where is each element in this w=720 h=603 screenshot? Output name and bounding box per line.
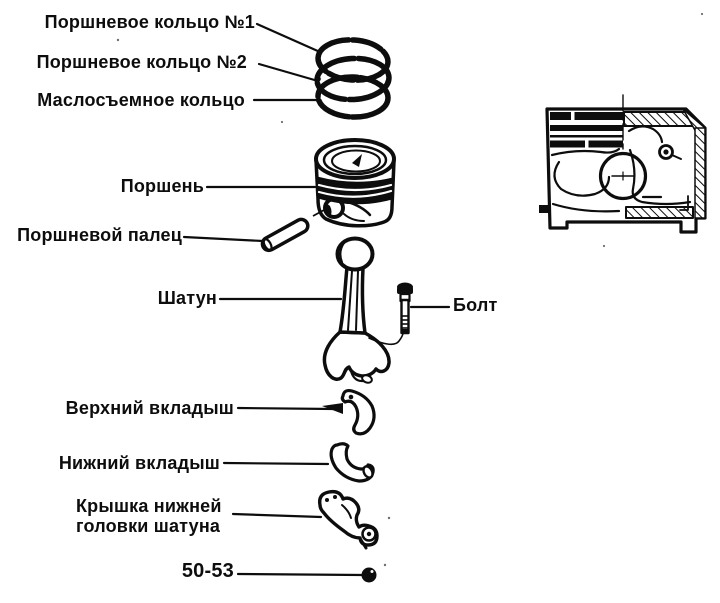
- inset-right-wall-hatch: [694, 127, 706, 219]
- label-torque-value: 50-53: [181, 560, 234, 582]
- leader-cap: [231, 512, 323, 519]
- piston-section-inset: [539, 94, 707, 234]
- leader-ring1: [255, 22, 322, 54]
- label-piston-ring-1: Поршневое кольцо №1: [44, 12, 255, 32]
- leader-upper-shell: [236, 406, 336, 411]
- piston-drawing: [314, 138, 396, 228]
- scan-speckles: [116, 12, 704, 567]
- leader-lines: [182, 22, 451, 577]
- leader-lower-shell: [222, 461, 330, 466]
- oil-ring: [315, 74, 391, 120]
- ring-gap-dot-right: [385, 79, 391, 85]
- compression-ring-1: [315, 37, 391, 83]
- upper-bearing-shell-drawing: [340, 388, 376, 436]
- piston-valve-mark: [352, 154, 362, 167]
- bolt-drawing: [397, 282, 413, 335]
- label-upper-bearing-shell: Верхний вкладыш: [65, 398, 234, 418]
- piston-rings-drawing: [314, 37, 392, 120]
- rod-shaft: [338, 265, 367, 335]
- inset-left-tab: [539, 205, 549, 213]
- label-piston: Поршень: [120, 176, 204, 196]
- nut-drawing: [361, 567, 377, 583]
- rod-big-end: [322, 330, 391, 381]
- label-oil-ring: Маслосъемное кольцо: [37, 90, 245, 110]
- leader-ring2: [257, 62, 320, 83]
- label-piston-pin: Поршневой палец: [17, 225, 182, 245]
- leader-upper-shell-tip: [322, 403, 343, 414]
- label-rod-cap: Крышка нижней головки шатуна: [76, 496, 222, 536]
- leader-torque: [236, 572, 364, 577]
- piston-crown-inner: [322, 144, 388, 176]
- label-lower-bearing-shell: Нижний вкладыш: [58, 453, 220, 473]
- label-bolt: Болт: [453, 295, 498, 315]
- piston-boss-shadow: [324, 202, 332, 217]
- rod-small-end: [335, 236, 375, 272]
- piston-crown-center: [331, 149, 381, 173]
- inset-ring-bands: [550, 112, 623, 148]
- leader-pin: [182, 235, 265, 243]
- connecting-rod-drawing: [322, 236, 404, 384]
- label-piston-ring-2: Поршневое кольцо №2: [36, 52, 247, 72]
- rod-cap-drawing: [318, 489, 379, 550]
- shell-oil-hole: [348, 394, 354, 400]
- piston-pin-drawing: [260, 209, 325, 253]
- lower-bearing-shell-drawing: [329, 442, 375, 483]
- inset-bottom-hatch: [625, 206, 694, 219]
- bolt-guide-line: [368, 332, 404, 346]
- label-connecting-rod: Шатун: [157, 288, 217, 308]
- ring-gap-dot-left: [315, 76, 321, 82]
